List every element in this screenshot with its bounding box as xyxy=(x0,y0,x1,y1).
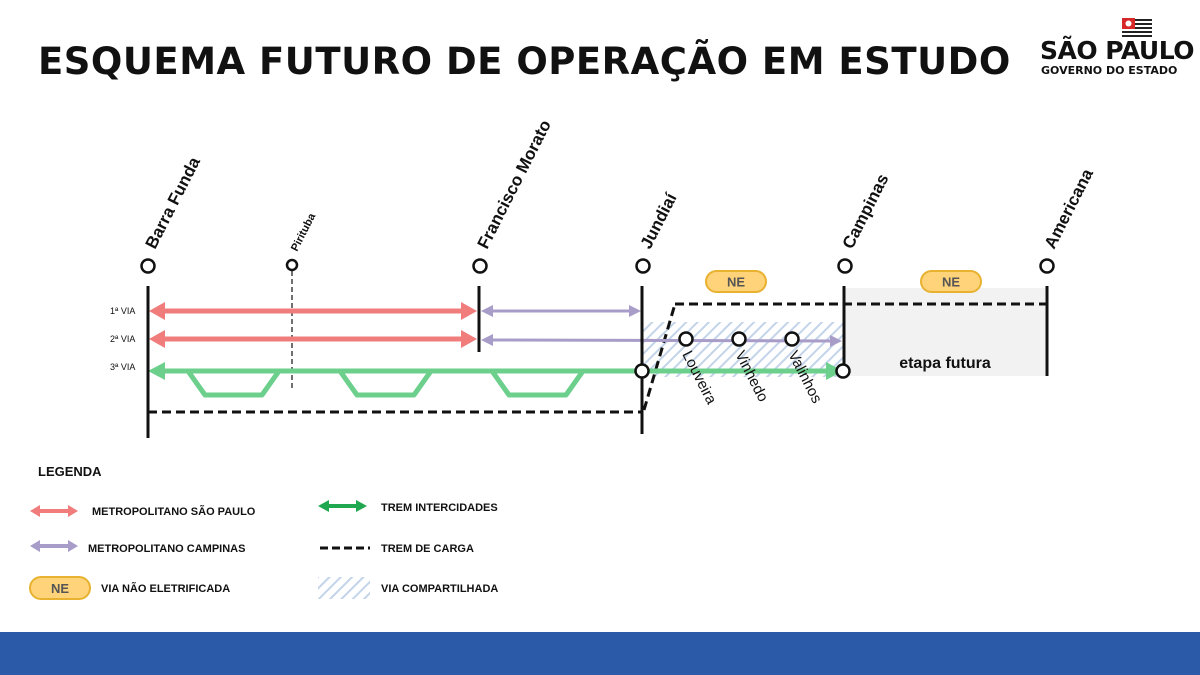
station-label-americana: Americana xyxy=(1041,165,1098,252)
legend-intercidades-label: TREM INTERCIDADES xyxy=(381,502,498,514)
future-stage-label: etapa futura xyxy=(899,355,991,372)
sao-paulo-flag-icon xyxy=(1122,18,1152,38)
pirituba-station-icon xyxy=(285,258,299,272)
legend-ne-swatch xyxy=(29,576,91,600)
barra-funda-station-icon xyxy=(140,258,156,274)
valinhos-station-icon xyxy=(784,331,800,347)
campinas-station-icon xyxy=(837,258,853,274)
intercidades-arrowhead-left xyxy=(148,362,165,380)
ne-badge-label: NE xyxy=(942,275,960,290)
legend-compartilhada-swatch xyxy=(318,577,370,599)
legend: LEGENDA METROPOLITANO SÃO PAULO METROPOL… xyxy=(29,464,498,600)
legend-via-nao-eletrificada-label: VIA NÃO ELETRIFICADA xyxy=(101,582,230,595)
footer-bar xyxy=(0,632,1200,675)
legend-compartilhada-label: VIA COMPARTILHADA xyxy=(381,583,498,595)
legend-metro-sp-arrow-left xyxy=(30,505,40,517)
metro-campinas-line-1-arrow-left xyxy=(481,305,493,317)
legend-metro-campinas-arrow-right xyxy=(68,540,78,552)
vinhedo-station-icon xyxy=(731,331,747,347)
logo-name: SÃO PAULO xyxy=(1040,36,1195,65)
legend-metro-sp-arrow-right xyxy=(68,505,78,517)
ne-badge-campinas-americana: NE xyxy=(920,270,982,293)
metro-campinas-line-1-arrow-right xyxy=(629,305,641,317)
campinas-track-station-icon xyxy=(835,363,851,379)
metro-sp-line-2-arrow-right xyxy=(461,330,477,348)
legend-intercidades-arrow-left xyxy=(318,500,329,512)
rail-diagram: etapa futura xyxy=(29,117,1098,600)
metro-sp-line-2-arrow-left xyxy=(149,330,165,348)
freight-line-ramp xyxy=(642,303,677,411)
metro-campinas-line-2-arrow-right xyxy=(830,335,842,347)
intercidades-arrowhead-right xyxy=(826,362,843,380)
track-label-via1: 1ª VIA xyxy=(110,306,135,316)
station-label-francisco-morato: Francisco Morato xyxy=(474,117,555,252)
legend-intercidades-arrow-right xyxy=(356,500,367,512)
legend-ne-badge-label: NE xyxy=(51,581,69,596)
track-label-via2: 2ª VIA xyxy=(110,334,135,344)
jundiai-track-station-icon xyxy=(634,363,650,379)
legend-carga-label: TREM DE CARGA xyxy=(381,543,474,555)
ne-badge-jundiai-campinas: NE xyxy=(705,270,767,293)
metro-sp-line-1-arrow-right xyxy=(461,302,477,320)
track-label-via3: 3ª VIA xyxy=(110,362,135,372)
page-title: ESQUEMA FUTURO DE OPERAÇÃO EM ESTUDO xyxy=(38,40,1011,83)
legend-title: LEGENDA xyxy=(38,464,102,479)
americana-station-icon xyxy=(1039,258,1055,274)
ne-badge-label: NE xyxy=(727,275,745,290)
station-label-campinas: Campinas xyxy=(839,171,893,252)
shared-track-area xyxy=(643,322,843,377)
legend-metro-sp-label: METROPOLITANO SÃO PAULO xyxy=(92,505,256,518)
louveira-station-icon xyxy=(678,331,694,347)
metro-campinas-line-2-arrow-left xyxy=(481,334,493,346)
francisco-morato-station-icon xyxy=(472,258,488,274)
intercidades-line xyxy=(160,368,831,398)
legend-metro-campinas-arrow-left xyxy=(30,540,40,552)
logo-subtitle: GOVERNO DO ESTADO xyxy=(1041,64,1178,77)
metro-sp-line-1-arrow-left xyxy=(149,302,165,320)
jundiai-station-icon xyxy=(635,258,651,274)
metro-campinas-line-2 xyxy=(489,338,834,343)
station-label-barra-funda: Barra Funda xyxy=(142,153,205,251)
station-label-pirituba: Pirituba xyxy=(289,211,319,254)
station-label-jundiai: Jundiaí xyxy=(637,189,682,252)
legend-metro-campinas-label: METROPOLITANO CAMPINAS xyxy=(88,543,245,555)
sao-paulo-logo: SÃO PAULO GOVERNO DO ESTADO xyxy=(1040,18,1195,78)
